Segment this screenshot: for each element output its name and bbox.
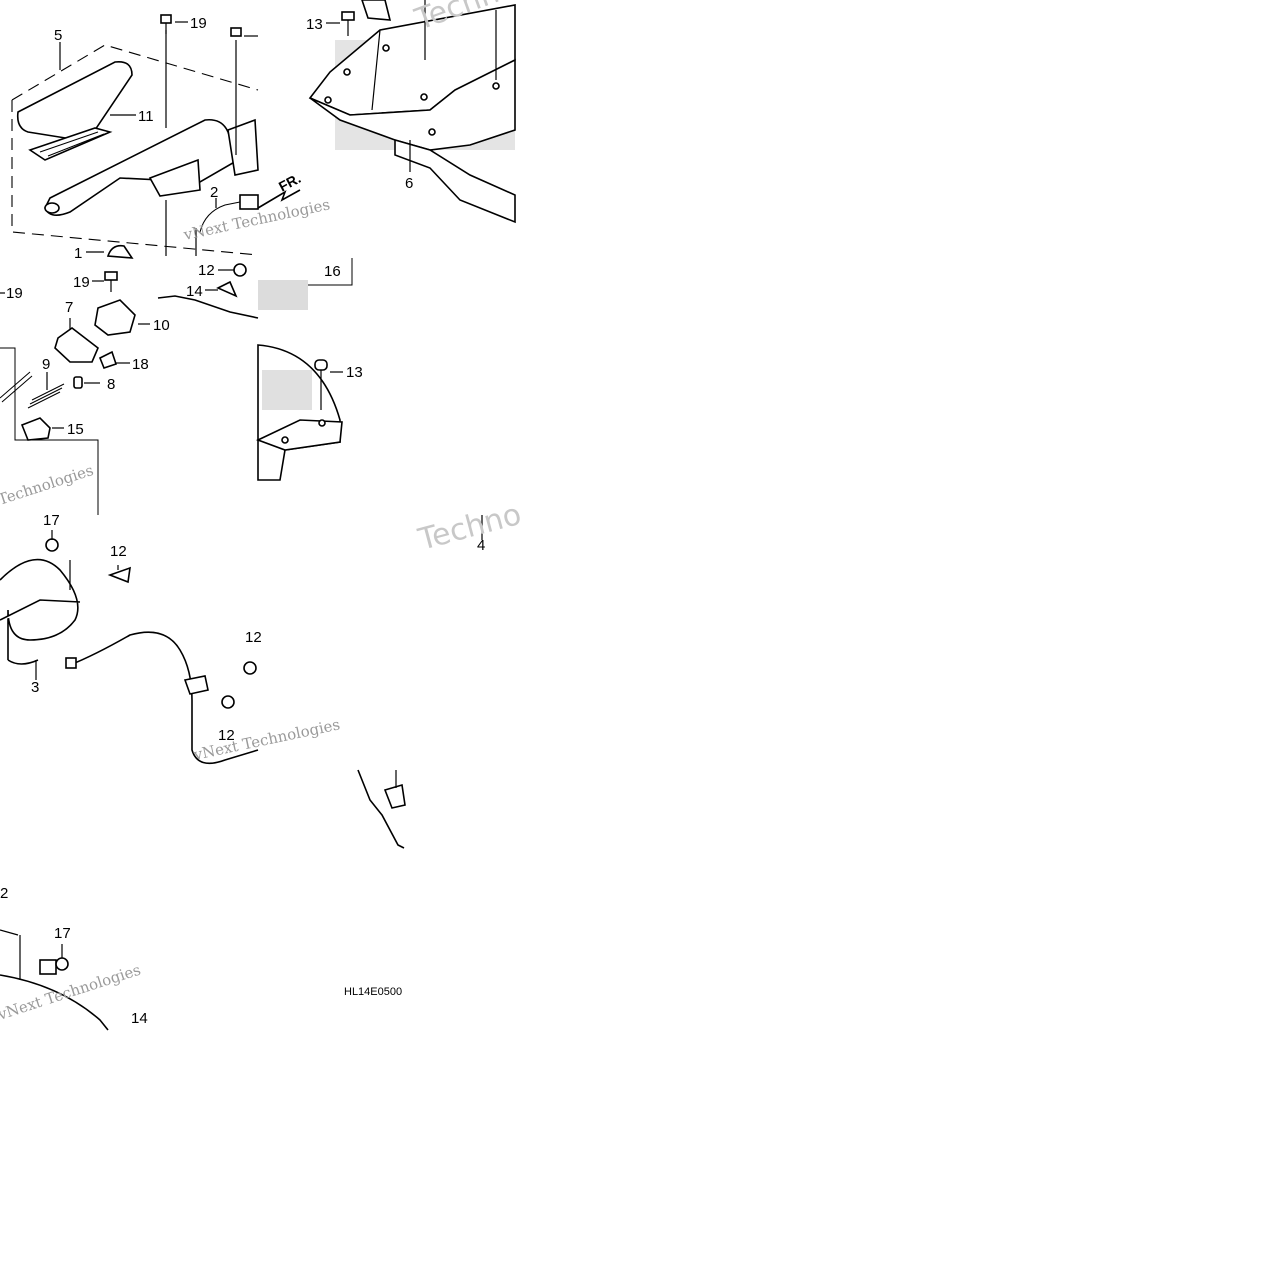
callout-12: 12 bbox=[218, 727, 235, 744]
callout-17: 17 bbox=[54, 925, 71, 942]
callout-14: 14 bbox=[131, 1010, 148, 1027]
spring-9 bbox=[27, 383, 65, 409]
lever-assembly-tile bbox=[11, 14, 301, 259]
callout-2: 2 bbox=[0, 885, 8, 902]
floor-frame-tile bbox=[308, 0, 516, 224]
callout-13: 13 bbox=[306, 16, 323, 33]
callout-12: 12 bbox=[110, 543, 127, 560]
rear-cables-tile bbox=[0, 515, 483, 849]
bracket-10 bbox=[94, 299, 136, 336]
callout-15: 15 bbox=[67, 421, 84, 438]
watermark-d: vNext Technologies bbox=[0, 961, 143, 1024]
callout-17: 17 bbox=[43, 512, 60, 529]
callout-2: 2 bbox=[210, 184, 218, 201]
cable-lower bbox=[0, 974, 109, 1031]
callout-12: 12 bbox=[245, 629, 262, 646]
tunnel-cover-tile bbox=[255, 344, 343, 481]
frame-rail bbox=[394, 138, 516, 224]
callout-18: 18 bbox=[132, 356, 149, 373]
callout-14: 14 bbox=[186, 283, 203, 300]
cable-3 bbox=[0, 558, 79, 665]
lever-cover bbox=[16, 60, 133, 141]
watermark-c: Technologies bbox=[0, 461, 96, 509]
lever-bracket bbox=[227, 118, 259, 176]
callout-labels: 5 19 19 19 11 13 13 6 2 1 12 16 14 7 10 … bbox=[0, 15, 485, 1027]
switch-15 bbox=[20, 417, 51, 441]
callout-4: 4 bbox=[477, 537, 485, 554]
plate-7 bbox=[54, 327, 99, 363]
callout-10: 10 bbox=[153, 317, 170, 334]
callout-13: 13 bbox=[346, 364, 363, 381]
rear-cable-lower-tile bbox=[0, 929, 109, 1031]
diagram-code: HL14E0500 bbox=[344, 986, 402, 998]
callout-19: 19 bbox=[190, 15, 207, 32]
callout-19: 19 bbox=[6, 285, 23, 302]
callout-19: 19 bbox=[73, 274, 90, 291]
callout-6: 6 bbox=[405, 175, 413, 192]
callout-5: 5 bbox=[54, 27, 62, 44]
callout-3: 3 bbox=[31, 679, 39, 696]
cable-main bbox=[69, 631, 259, 765]
callout-16: 16 bbox=[324, 263, 341, 280]
callout-9: 9 bbox=[42, 356, 50, 373]
ratchet-parts-tile bbox=[0, 258, 353, 515]
callout-11: 11 bbox=[138, 108, 154, 125]
callout-12: 12 bbox=[198, 262, 215, 279]
watermark-e: Techno bbox=[414, 497, 525, 558]
callout-7: 7 bbox=[65, 299, 73, 316]
callout-1: 1 bbox=[74, 245, 82, 262]
callout-8: 8 bbox=[107, 376, 115, 393]
watermarks: vNext Technologies vNext Technologies Te… bbox=[0, 0, 525, 1024]
